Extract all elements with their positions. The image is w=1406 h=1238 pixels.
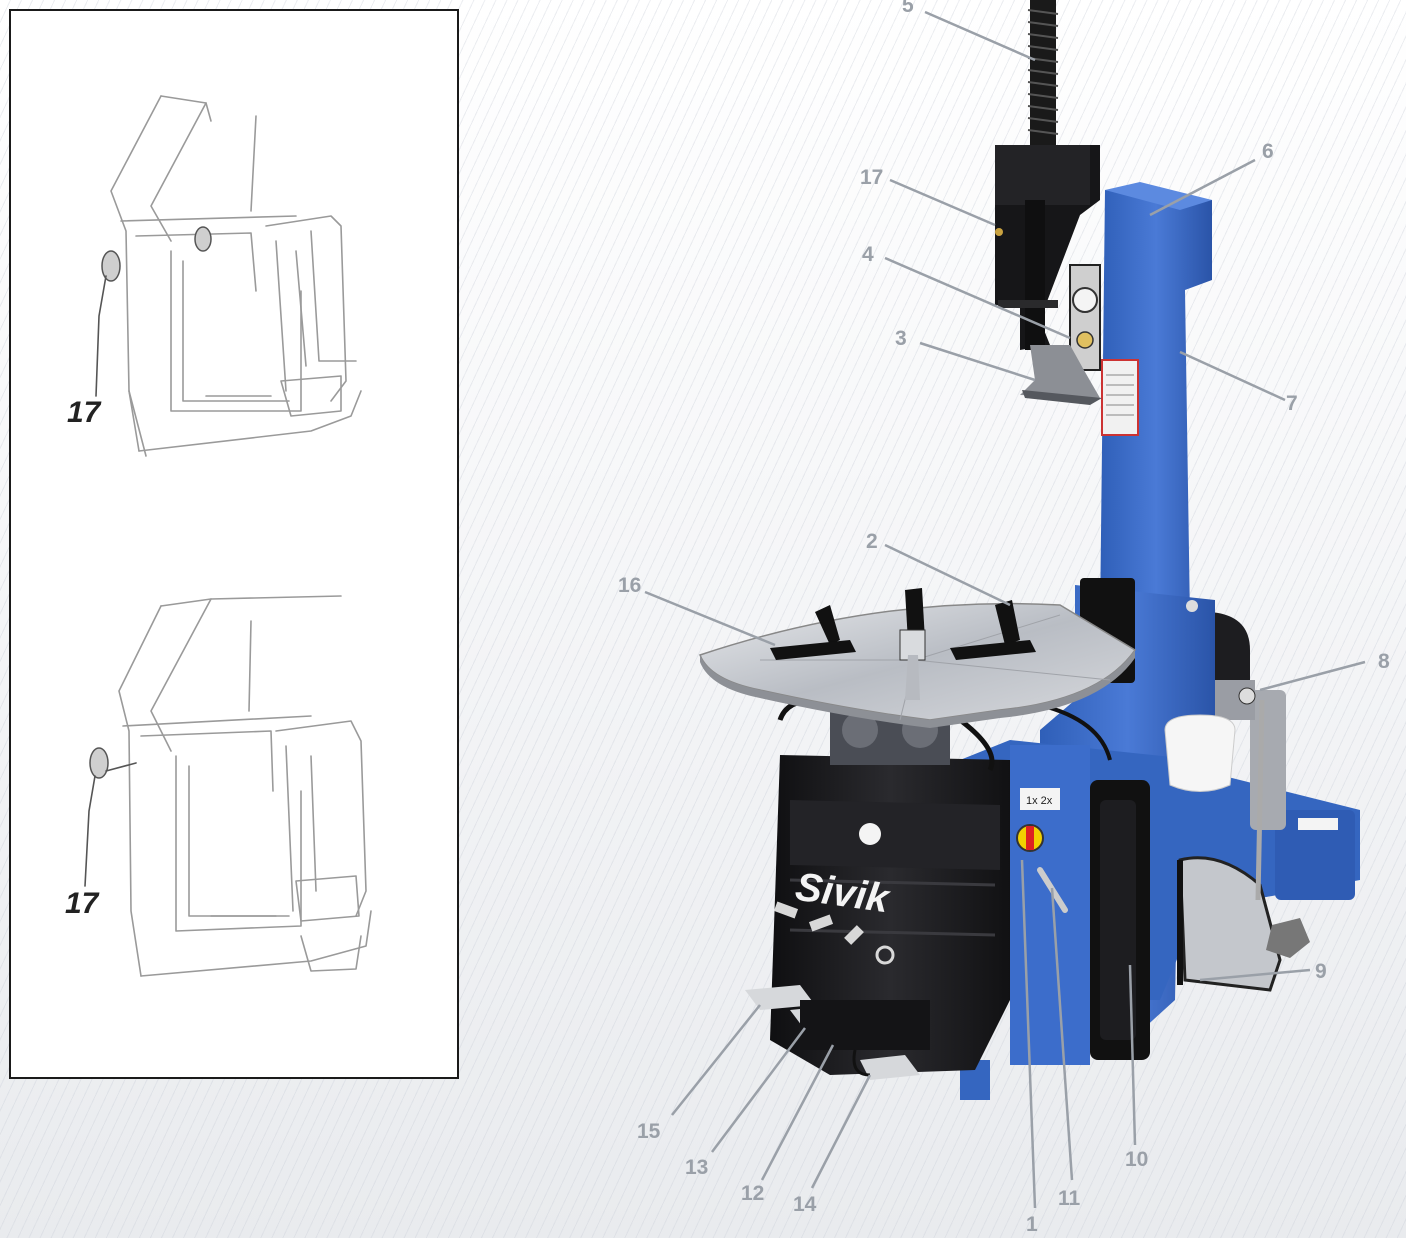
mounting-head [995, 145, 1102, 405]
callout-17: 17 [860, 166, 884, 189]
leader-10 [1128, 964, 1137, 1146]
leader-8 [1259, 660, 1366, 692]
callout-12: 12 [741, 1182, 765, 1205]
knob-17-bottom [89, 747, 109, 779]
leader-6 [1149, 158, 1256, 217]
callout-13: 13 [685, 1156, 709, 1179]
callout-3: 3 [895, 327, 907, 350]
knob-17-top-right [194, 226, 212, 252]
pedal-icons [773, 901, 895, 965]
air-pistol [1250, 690, 1286, 830]
bottom-head-drawing [118, 595, 372, 977]
inset-detail-panel: 17 17 [9, 9, 459, 1079]
leader-9 [1199, 968, 1311, 982]
leader-15 [671, 1004, 761, 1116]
leader-7 [1179, 350, 1286, 402]
coil-hose [1027, 0, 1059, 150]
bead-breaker-blade [1178, 856, 1282, 992]
leader-12 [760, 1044, 835, 1181]
callout-8: 8 [1378, 650, 1390, 673]
front-body: Sivik [770, 690, 1112, 1075]
callout-10: 10 [1125, 1148, 1149, 1171]
speed-sticker [1020, 788, 1060, 810]
callout-leader-lines [644, 10, 1366, 1209]
callout-15: 15 [637, 1120, 661, 1143]
callout-9: 9 [1315, 960, 1327, 983]
leader-3 [919, 341, 1036, 382]
callout-6: 6 [1262, 140, 1274, 163]
leader-13 [711, 1027, 806, 1153]
blue-column [1069, 182, 1212, 620]
gauge-panel [1069, 264, 1101, 371]
leader-16 [644, 590, 776, 647]
leader-1 [1020, 859, 1037, 1209]
leader-2 [884, 543, 1011, 607]
callout-16: 16 [618, 574, 642, 597]
leader-4 [884, 256, 1071, 340]
callout-2: 2 [866, 530, 878, 553]
turntable [699, 588, 1137, 728]
callout-4: 4 [862, 243, 874, 266]
knob-17-top-left [101, 250, 121, 282]
callout-5: 5 [902, 0, 914, 17]
inset-label-17-bottom: 17 [65, 887, 99, 920]
grease-bucket [1164, 714, 1236, 792]
inset-line-drawings [84, 95, 372, 977]
leader-11 [1050, 887, 1074, 1181]
lower-base: 1x 2x [960, 578, 1360, 1100]
callout-11: 11 [1058, 1187, 1081, 1210]
callout-1: 1 [1026, 1213, 1038, 1236]
callout-14: 14 [793, 1193, 817, 1216]
speed-sticker-text: 1x 2x [1026, 795, 1053, 807]
top-head-drawing [110, 95, 362, 457]
leader-17 [889, 178, 996, 227]
logo-circle [859, 823, 881, 845]
inset-label-17-top: 17 [67, 396, 101, 429]
leader-14 [810, 1074, 872, 1189]
foot-pedals [745, 985, 930, 1080]
warning-sticker [1101, 359, 1139, 436]
callout-7: 7 [1286, 392, 1298, 415]
leader-5 [924, 10, 1036, 62]
